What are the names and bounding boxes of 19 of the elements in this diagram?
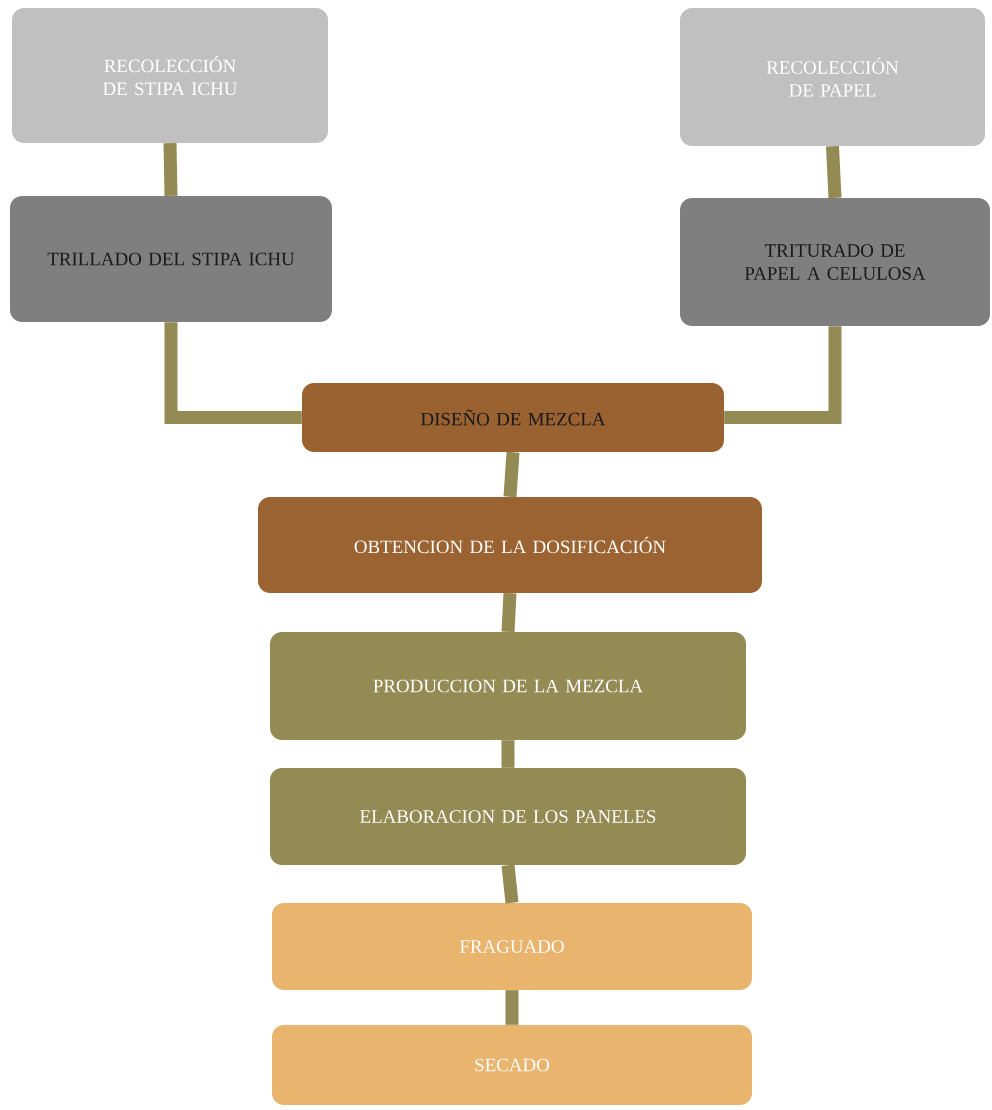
process-box: FRAGUADO xyxy=(272,903,752,990)
process-box: DISEÑO DE MEZCLA xyxy=(302,383,724,452)
process-box: SECADO xyxy=(272,1025,752,1105)
process-box: RECOLECCIÓN DE PAPEL xyxy=(680,8,985,146)
connector-line xyxy=(164,322,302,424)
process-box: OBTENCION DE LA DOSIFICACIÓN xyxy=(258,497,762,593)
connector-line xyxy=(826,145,842,199)
connector-line xyxy=(501,864,519,904)
process-box: TRITURADO DE PAPEL A CELULOSA xyxy=(680,198,990,326)
process-box: TRILLADO DEL STIPA ICHU xyxy=(10,196,332,322)
process-box: ELABORACION DE LOS PANELES xyxy=(270,768,746,865)
connector-line xyxy=(503,451,520,498)
connector-line xyxy=(501,740,515,768)
connector-line xyxy=(163,143,178,196)
connector-line xyxy=(724,326,842,424)
connector-line xyxy=(501,592,517,633)
process-box: PRODUCCION DE LA MEZCLA xyxy=(270,632,746,740)
process-box: RECOLECCIÓN DE STIPA ICHU xyxy=(12,8,328,143)
connector-line xyxy=(505,990,519,1025)
